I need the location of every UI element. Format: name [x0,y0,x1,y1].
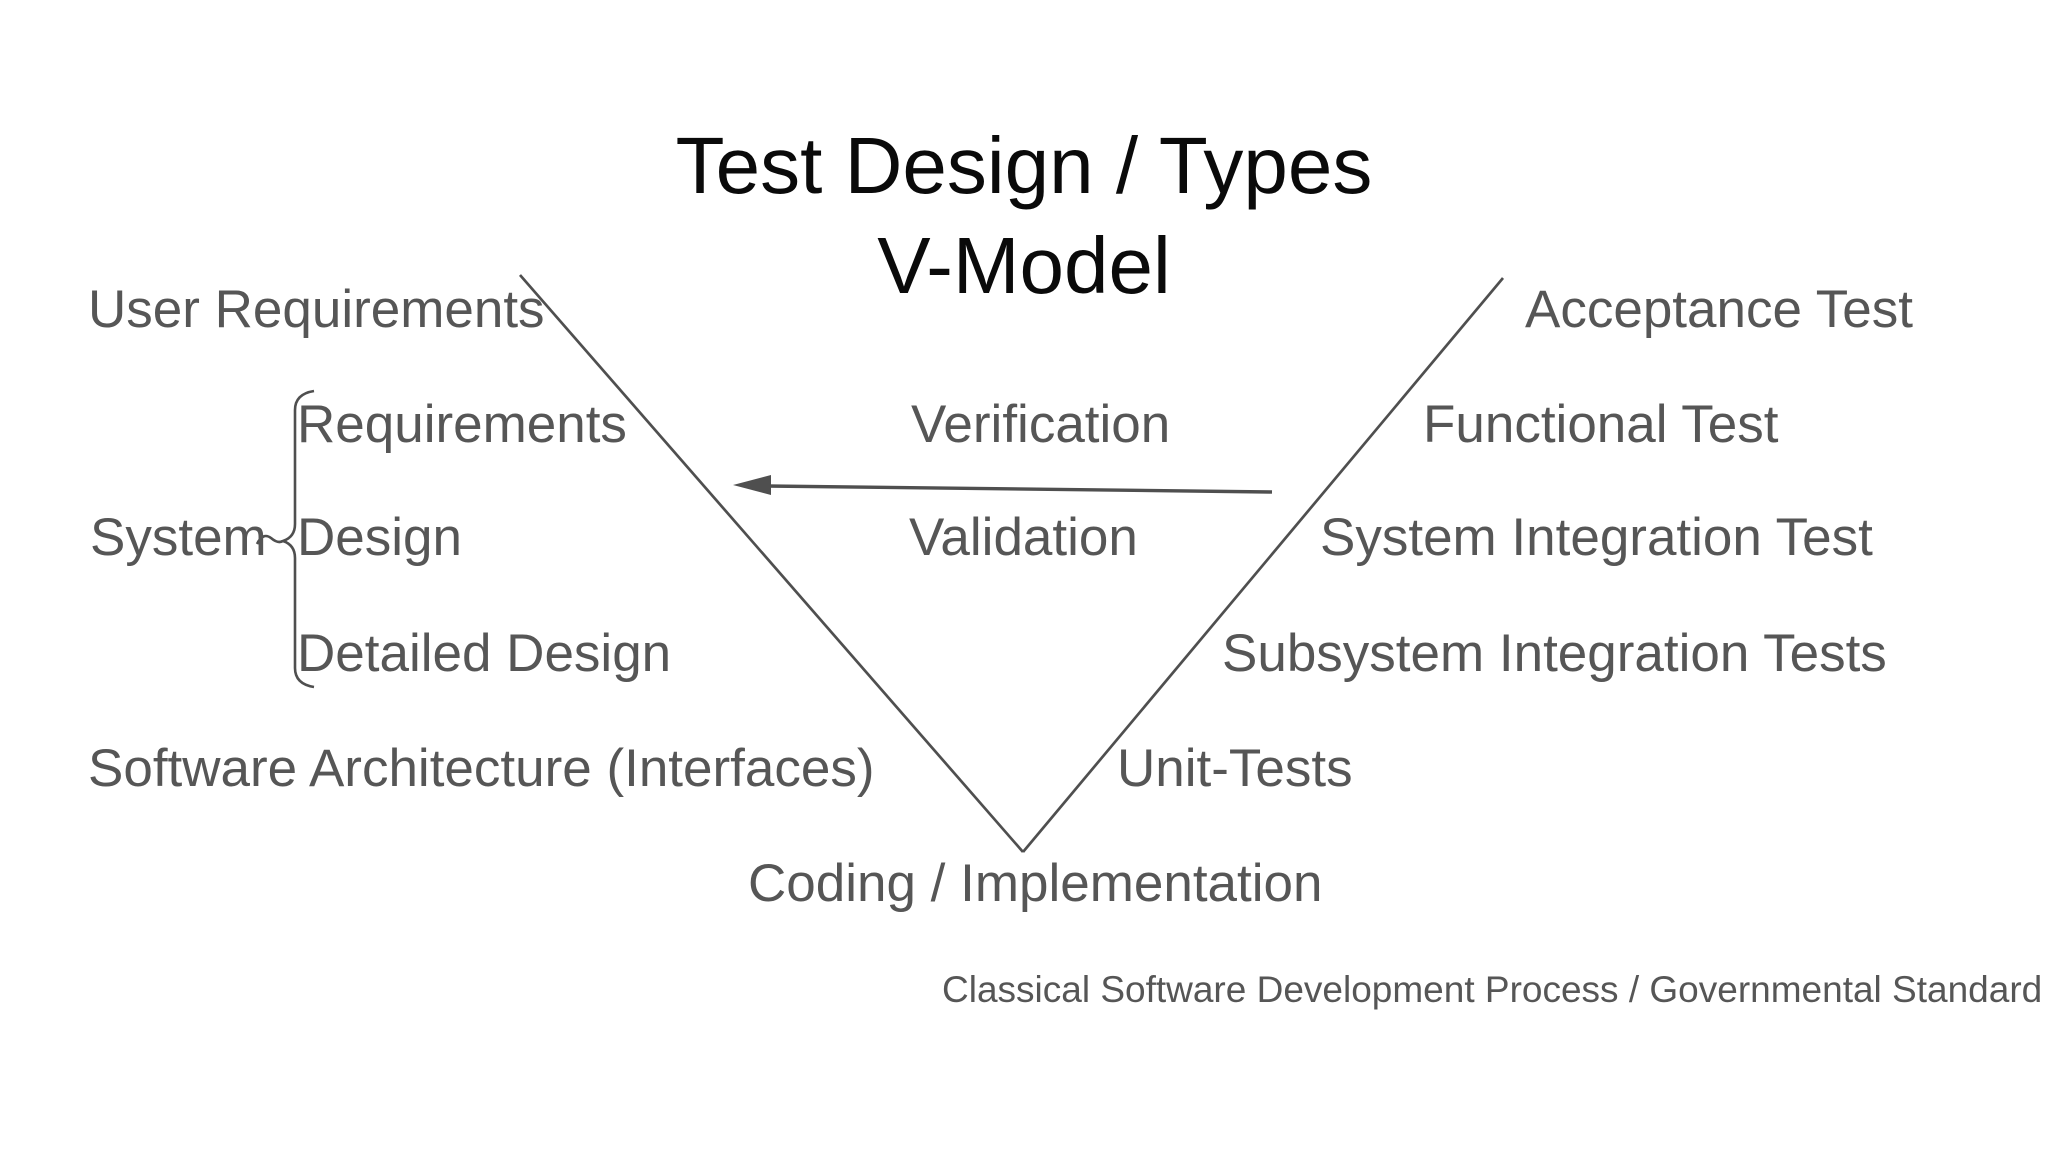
label-subsystem-integration-tests: Subsystem Integration Tests [1222,624,1887,683]
label-acceptance-test: Acceptance Test [1525,280,1913,339]
label-detailed-design: Detailed Design [297,624,672,683]
left-arrow-icon [733,475,771,495]
v-left-line [518,274,1025,853]
slide-title-line2: V-Model [877,221,1171,310]
label-coding-implementation: Coding / Implementation [748,854,1323,913]
label-functional-test: Functional Test [1423,395,1779,454]
label-system-integration-test: System Integration Test [1320,508,1873,567]
label-requirements: Requirements [297,395,627,454]
label-verification: Verification [911,395,1171,454]
label-validation: Validation [909,508,1138,567]
slide-title-line1: Test Design / Types [675,121,1373,210]
slide-title: Test Design / Types V-Model [0,116,2048,316]
label-system: System [90,508,267,567]
label-design: Design [297,508,462,567]
label-user-requirements: User Requirements [88,280,545,339]
v-right-line [1021,277,1505,853]
label-software-architecture: Software Architecture (Interfaces) [88,739,875,798]
verification-arrow-shaft [765,484,1273,494]
label-unit-tests: Unit-Tests [1117,739,1353,798]
footer-caption: Classical Software Development Process /… [942,969,2043,1010]
system-bracket-connector-icon [255,534,284,545]
